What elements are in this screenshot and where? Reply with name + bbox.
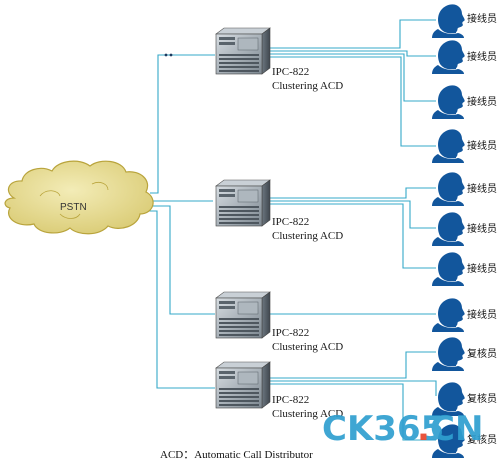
- operator-5: 接线员: [432, 172, 497, 206]
- operator-label: 接线员: [467, 308, 497, 321]
- trunk-line-1: [150, 54, 215, 194]
- operator-4: 接线员: [432, 129, 497, 163]
- watermark-suffix: CN: [430, 409, 483, 449]
- reviewer-3: 复核员: [432, 424, 497, 458]
- acd-server-4: [215, 361, 271, 409]
- operator-6: 接线员: [432, 212, 497, 246]
- operator-label: 接线员: [467, 182, 497, 195]
- acd-desc-label: Clustering ACD: [272, 80, 343, 92]
- reviewer-label: 复核员: [467, 392, 497, 405]
- acd1-line-2: [270, 50, 436, 57]
- acd4-line-1: [270, 351, 436, 379]
- acd-model-label: IPC-822: [272, 216, 309, 228]
- operator-7: 接线员: [432, 252, 497, 286]
- acd2-line-1: [270, 187, 436, 199]
- operator-3: 接线员: [432, 85, 497, 119]
- connector-dot-2: [169, 53, 173, 57]
- trunk-line-4: [148, 210, 215, 389]
- operator-label: 接线员: [467, 12, 497, 25]
- site-watermark: CK365 . CN: [322, 409, 483, 449]
- acd1-line-3: [270, 53, 436, 102]
- pstn-cloud: PSTN: [4, 160, 154, 235]
- acd1-line-1: [270, 19, 436, 49]
- acd4-line-2: [270, 380, 437, 396]
- operator-8: 接线员: [432, 298, 497, 332]
- connection-lines: [148, 19, 437, 441]
- reviewer-2: 复核员: [432, 382, 497, 416]
- acd-desc-label: Clustering ACD: [272, 230, 343, 242]
- legend-text: ACD：Automatic Call Distributor: [160, 449, 313, 461]
- acd-server-1: [215, 27, 271, 75]
- pstn-label: PSTN: [60, 202, 87, 213]
- acd-model-label: IPC-822: [272, 327, 309, 339]
- watermark-main: CK365: [322, 409, 444, 449]
- reviewer-label: 复核员: [467, 433, 497, 446]
- acd-server-3: [215, 291, 271, 339]
- operator-label: 接线员: [467, 262, 497, 275]
- operator-1: 接线员: [432, 4, 497, 39]
- acd-model-label: IPC-822: [272, 66, 309, 78]
- trunk-line-3: [150, 205, 215, 315]
- acd4-line-3: [270, 383, 436, 441]
- acd-server-2: [215, 179, 271, 227]
- acd2-line-2: [270, 200, 436, 229]
- operator-label: 接线员: [467, 95, 497, 108]
- operator-label: 接线员: [467, 50, 497, 63]
- operator-2: 接线员: [432, 40, 497, 74]
- acd2-line-3: [270, 203, 436, 269]
- operator-label: 接线员: [467, 222, 497, 235]
- reviewer-1: 复核员: [432, 337, 497, 371]
- operator-label: 接线员: [467, 139, 497, 152]
- connector-dot-1: [164, 53, 168, 57]
- acd-model-label: IPC-822: [272, 394, 309, 406]
- acd-desc-label: Clustering ACD: [272, 341, 343, 353]
- acd-desc-label: Clustering ACD: [272, 408, 343, 420]
- acd1-line-4: [270, 56, 436, 147]
- reviewer-label: 复核员: [467, 347, 497, 360]
- watermark-dot: .: [417, 409, 430, 449]
